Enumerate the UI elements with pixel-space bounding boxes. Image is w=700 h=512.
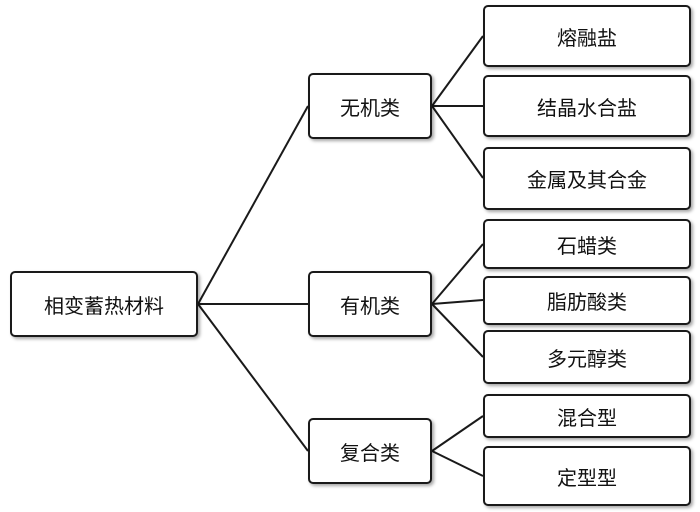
connector-composite-mixed (431, 415, 484, 452)
category-node-inorganic: 无机类 (308, 73, 432, 139)
connector-composite-shaped (431, 450, 484, 477)
leaf-node-label: 定型型 (557, 465, 617, 490)
leaf-node-metal-alloy: 金属及其合金 (483, 147, 691, 210)
leaf-node-paraffin: 石蜡类 (483, 219, 691, 269)
category-node-label: 复合类 (340, 440, 400, 465)
leaf-node-molten-salt: 熔融盐 (483, 5, 691, 67)
category-node-organic: 有机类 (308, 271, 432, 337)
root-node-label: 相变蓄热材料 (44, 293, 164, 318)
category-node-label: 无机类 (340, 95, 400, 120)
leaf-node-label: 多元醇类 (547, 346, 627, 371)
connector-organic-polyol (431, 303, 484, 358)
connector-organic-fatty-acid (431, 299, 484, 305)
leaf-node-shaped: 定型型 (483, 446, 691, 506)
leaf-node-label: 混合型 (557, 405, 617, 430)
leaf-node-polyol: 多元醇类 (483, 330, 691, 384)
leaf-node-label: 熔融盐 (557, 25, 617, 50)
leaf-node-fatty-acid: 脂肪酸类 (483, 276, 691, 325)
leaf-node-label: 脂肪酸类 (547, 290, 627, 314)
leaf-node-label: 结晶水合盐 (537, 95, 637, 120)
connector-inorganic-molten-salt (431, 35, 484, 107)
category-node-composite: 复合类 (308, 418, 432, 484)
leaf-node-hydrated-salt: 结晶水合盐 (483, 75, 691, 137)
category-node-label: 有机类 (340, 293, 400, 318)
connector-root-composite (197, 303, 309, 452)
leaf-node-label: 石蜡类 (557, 233, 617, 258)
connector-root-inorganic (197, 105, 309, 305)
connector-inorganic-metal (431, 105, 484, 179)
root-node: 相变蓄热材料 (10, 271, 198, 337)
leaf-node-mixed: 混合型 (483, 394, 691, 438)
connector-organic-paraffin (431, 243, 484, 305)
leaf-node-label: 金属及其合金 (527, 168, 647, 192)
